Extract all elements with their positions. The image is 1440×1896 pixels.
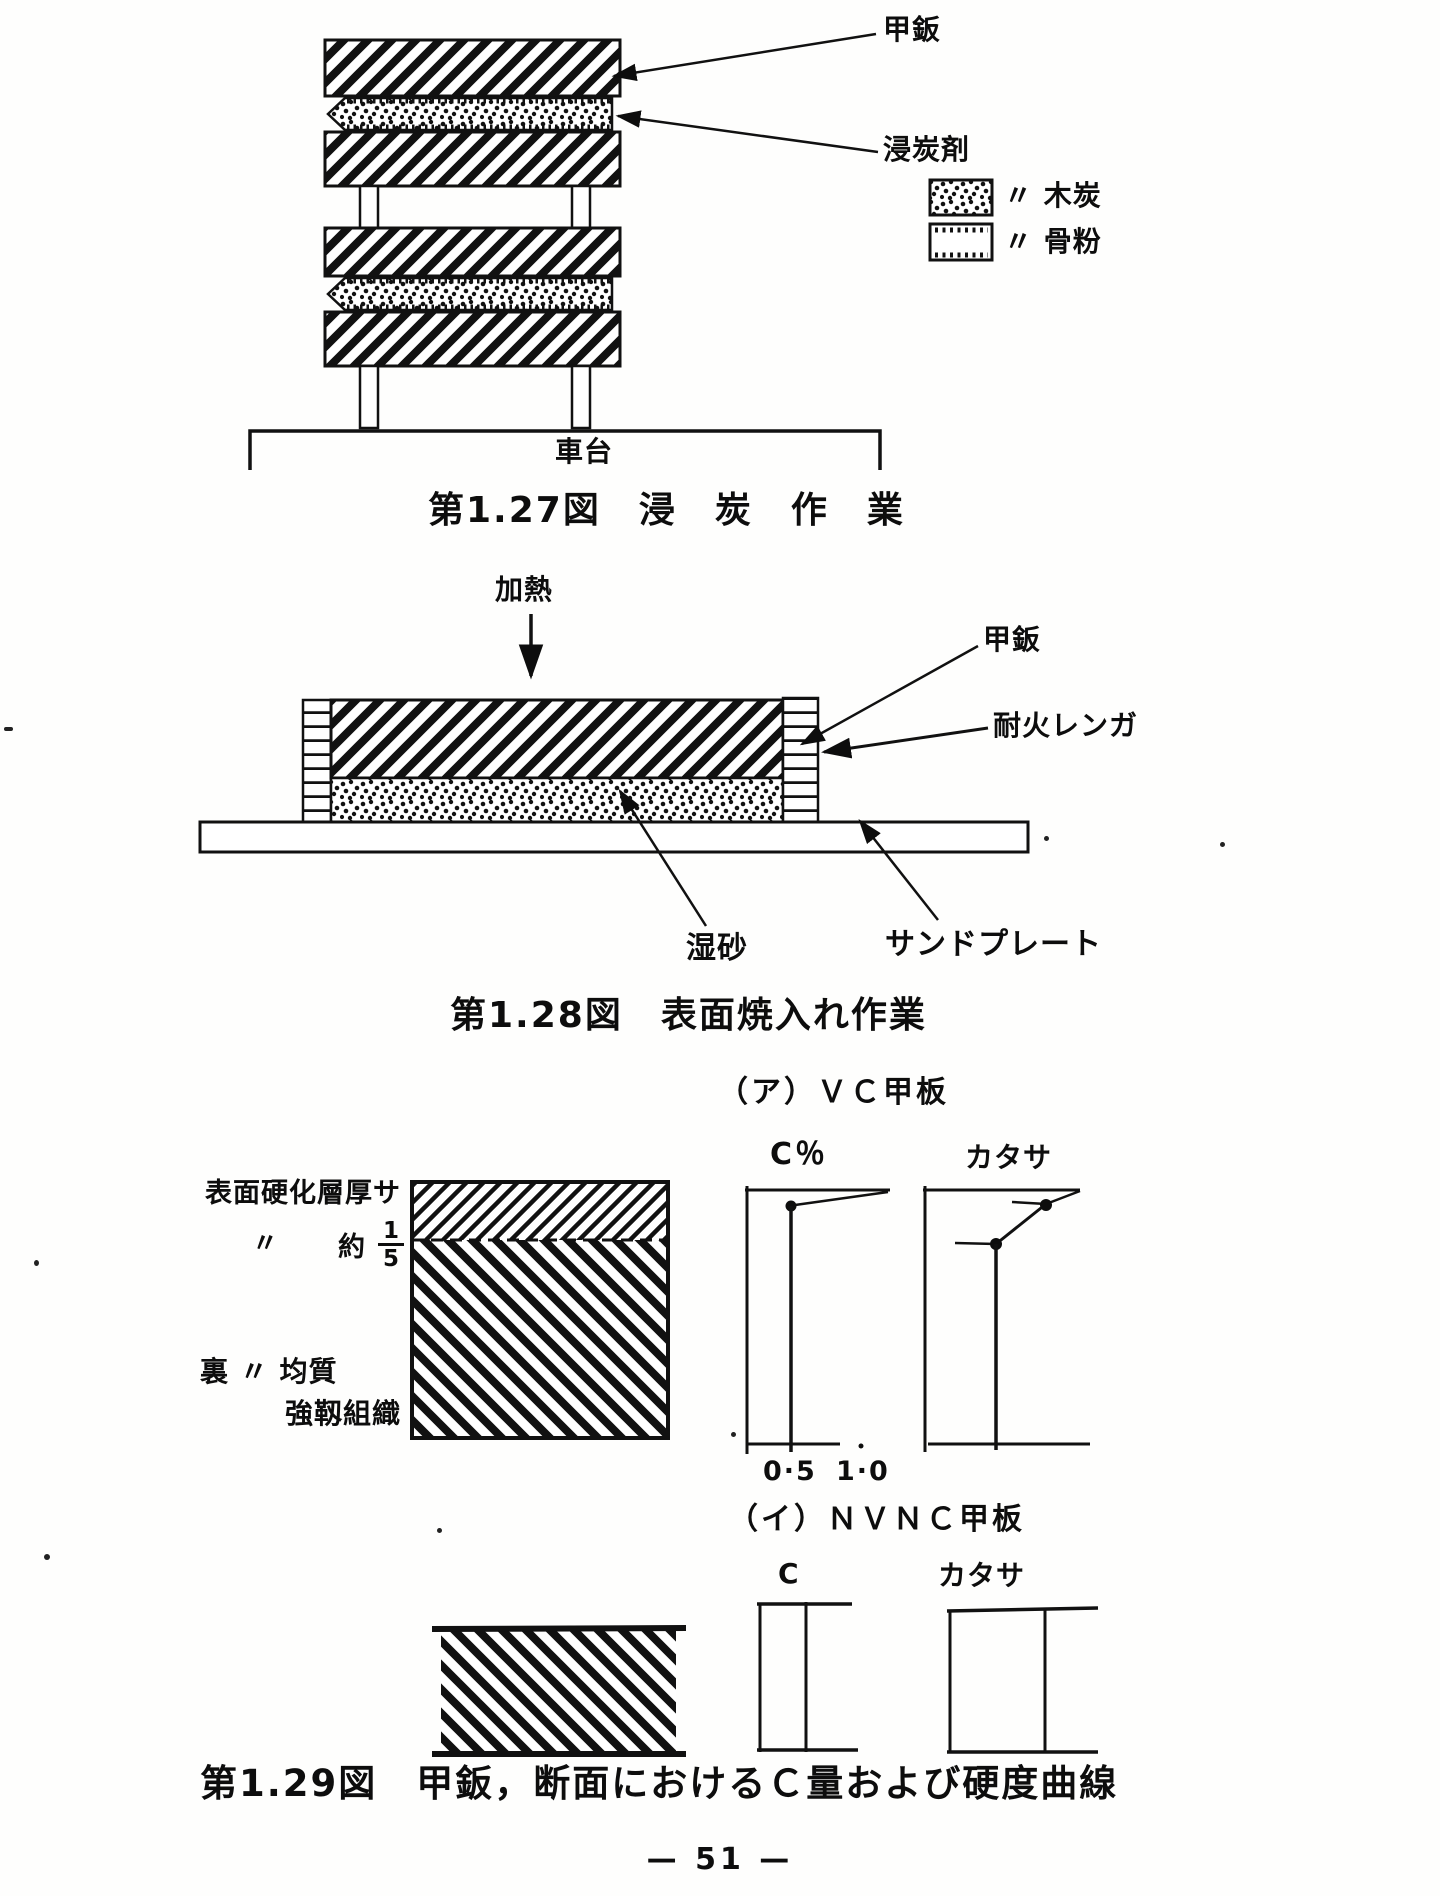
fig129-section-b-heading: （イ）ＮＶＮＣ甲板 [728, 1502, 1025, 1537]
fig129-nvnc-carbon-chart [757, 1602, 858, 1752]
fig129-vc-carbon-chart [745, 1186, 890, 1454]
fig127-spacer-post-right [570, 184, 592, 230]
scan-speck [437, 1528, 442, 1533]
fig129-nvnc-hardness-chart [946, 1606, 1099, 1754]
fig129-label-tough-structure: 強靱組織 [285, 1397, 402, 1430]
fig129-label-ditto: 〃 [252, 1229, 280, 1259]
fig127-armor-plate-2 [323, 130, 622, 188]
fraction-denominator: 5 [383, 1246, 400, 1273]
fig127-stack-drawing [248, 32, 994, 470]
fig127-caption: 第1.27図 浸 炭 作 業 [428, 490, 905, 531]
fig128-armor-plate-leader [799, 644, 979, 746]
scan-speck [4, 727, 13, 731]
fig128-setup-drawing [198, 614, 1030, 927]
fig127-carburizer-layer-1 [326, 96, 614, 132]
fig129-label-about: 約 [338, 1232, 366, 1263]
scan-speck [1044, 836, 1049, 841]
fig128-sand-plate [198, 820, 1030, 854]
fig127-carriage-bracket [248, 429, 882, 470]
fig129-nvnc-cross-section [431, 1625, 687, 1757]
fig128-label-sand-plate: サンドプレート [885, 927, 1102, 962]
fig129-xtick-05: 0·5 [763, 1456, 817, 1487]
fig128-label-heating: 加熱 [495, 573, 554, 606]
fig128-label-firebrick: 耐火レンガ [993, 709, 1139, 742]
fig127-legend-label-bonepowder: 〃 骨粉 [1004, 225, 1102, 258]
fig127-legend-swatch-bonepowder [928, 222, 994, 262]
scan-speck [44, 1554, 50, 1560]
fig129-nvnc-carbon-title: C [778, 1557, 800, 1590]
fig129-vc-cross-section [410, 1180, 670, 1440]
fig127-leg-right [570, 364, 592, 430]
fig128-firebrick-right [781, 696, 820, 824]
fig127-carburizer-leader [615, 110, 879, 154]
fig128-sand-plate-leader [858, 819, 939, 921]
fig129-vc-hardness-chart [923, 1186, 1090, 1452]
fig128-firebrick-leader [821, 726, 989, 759]
fig127-leg-left [358, 364, 380, 430]
fig129-nvnc-hardness-title: カタサ [938, 1559, 1026, 1592]
scan-speck [1220, 842, 1225, 847]
fig129-vc-hardness-title: カタサ [965, 1141, 1053, 1174]
fig127-spacer-post-left [358, 184, 380, 230]
fig127-legend-swatch-charcoal [928, 178, 994, 217]
fig127-carburizer-layer-2 [326, 276, 614, 312]
fig127-armor-plate-1 [323, 38, 622, 98]
fig129-vc-carbon-title: C％ [770, 1137, 829, 1172]
fig128-label-armor-plate: 甲鈑 [983, 623, 1042, 656]
scan-speck [731, 1432, 736, 1437]
fig128-firebrick-left [301, 698, 333, 824]
fig128-wet-sand-layer [329, 776, 785, 824]
fig127-label-carriage: 車台 [555, 435, 614, 468]
fig129-label-back-homogeneous: 裏 〃 均質 [200, 1355, 338, 1388]
fig127-label-carburizer: 浸炭剤 [883, 133, 971, 166]
page-number: — 51 — [646, 1842, 794, 1877]
fraction-numerator: 1 [378, 1219, 405, 1247]
fig128-armor-plate [329, 698, 785, 780]
fig127-legend-label-charcoal: 〃 木炭 [1004, 179, 1102, 212]
fig127-label-armor-plate: 甲鈑 [883, 13, 942, 46]
scan-speck [34, 1260, 39, 1266]
fig129-xtick-10: 1·0 [836, 1456, 890, 1487]
fig127-armor-plate-4 [323, 310, 622, 368]
fig128-wet-sand-leader [618, 788, 708, 927]
fig127-armor-plate-3 [323, 226, 622, 278]
fig129-section-a-heading: （ア）ＶＣ甲板 [718, 1075, 949, 1110]
fig128-label-wet-sand: 湿砂 [686, 931, 748, 966]
fig128-caption: 第1.28図 表面焼入れ作業 [450, 995, 927, 1036]
fig127-armor-plate-leader [611, 32, 877, 82]
fig129-fraction-one-fifth: 1 5 [378, 1219, 405, 1273]
fig129-label-hardened-layer: 表面硬化層厚サ [205, 1178, 401, 1209]
fig129-caption: 第1.29図 甲鈑，断面におけるＣ量および硬度曲線 [200, 1762, 1119, 1805]
